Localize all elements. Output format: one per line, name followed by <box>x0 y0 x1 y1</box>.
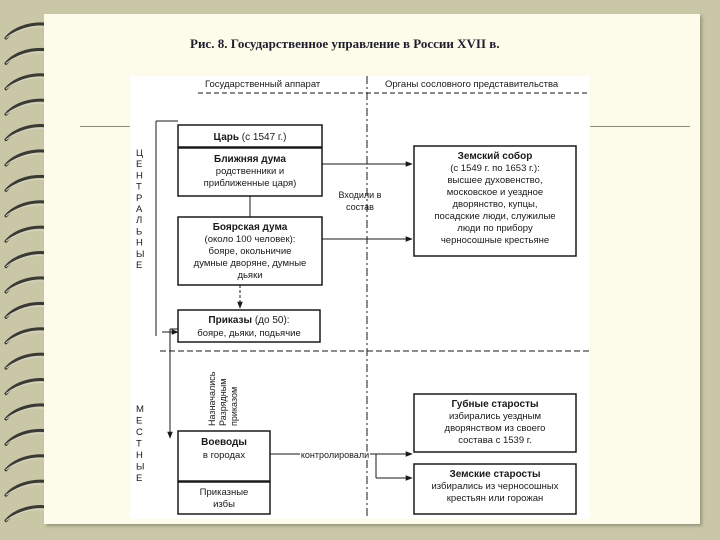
gubnye-line-3: состава с 1539 г. <box>458 435 531 446</box>
zemskie-line-1: избирались из черносошных <box>432 481 559 492</box>
local-letter: М <box>136 404 144 415</box>
boyar-line-2: бояре, окольничие <box>209 246 292 257</box>
central-letter: Т <box>136 182 142 193</box>
label-entered-line-1: Входили в <box>339 190 382 200</box>
prikazy-box: Приказы (до 50): бояре, дьяки, подьячие <box>177 309 321 343</box>
boyar-line-3: думные дворяне, думные <box>194 258 307 269</box>
blizhnyaya-title: Ближняя дума <box>214 154 286 165</box>
central-letter: Ц <box>136 148 143 159</box>
label-entered-line-2: состав <box>346 202 374 212</box>
central-letter: Ы <box>136 249 144 260</box>
prikazy-note: (до 50): <box>252 315 290 326</box>
zemsky-line-1: (с 1549 г. по 1653 г.): <box>450 163 540 174</box>
tsar-name: Царь <box>214 132 240 143</box>
prikazy-name: Приказы <box>208 315 252 326</box>
prikaznye-line-2: избы <box>213 499 235 510</box>
svg-text:Приказы (до 50):: Приказы (до 50): <box>208 315 289 326</box>
central-letter: Р <box>136 193 142 204</box>
zemsky-line-2: высшее духовенство, <box>447 175 542 186</box>
local-letter: Е <box>136 416 142 427</box>
government-diagram: Государственный аппарат Органы сословног… <box>130 76 590 519</box>
central-letter: Н <box>136 170 143 181</box>
zemskie-title: Земские старосты <box>449 469 540 480</box>
prikaznye-line-1: Приказные <box>200 487 249 498</box>
zemsky-line-3: московское и уездное <box>447 187 543 198</box>
svg-text:Назначались: Назначались <box>207 371 217 426</box>
zemskie-line-2: крестьян или горожан <box>447 493 543 504</box>
figure-title: Рис. 8. Государственное управление в Рос… <box>190 36 500 51</box>
zemsky-sobor-box: Земский собор (с 1549 г. по 1653 г.):выс… <box>413 145 577 257</box>
header-state-apparatus: Государственный аппарат <box>205 79 321 90</box>
tsar-box: Царь (с 1547 г.) <box>177 124 323 148</box>
central-letter: Н <box>136 238 143 249</box>
prikazy-line: бояре, дьяки, подьячие <box>197 328 301 339</box>
svg-text:Разрядным: Разрядным <box>218 379 228 426</box>
local-letter: Т <box>136 439 142 450</box>
local-letter: Н <box>136 450 143 461</box>
boyar-line-4: дьяки <box>237 270 262 281</box>
local-letter: Е <box>136 473 142 484</box>
blizhnyaya-duma-box: Ближняя дума родственники и приближенные… <box>177 147 323 197</box>
blizhnyaya-line-2: приближенные царя) <box>204 178 297 189</box>
gubnye-line-1: избирались уездным <box>449 411 541 422</box>
blizhnyaya-line-1: родственники и <box>216 166 284 177</box>
central-letter: Е <box>136 260 142 271</box>
tsar-note: (с 1547 г.) <box>239 132 286 143</box>
boyar-title: Боярская дума <box>213 222 288 233</box>
central-letter: Л <box>136 215 142 226</box>
zemskie-starosty-box: Земские старосты избирались из черносошн… <box>413 463 577 515</box>
label-controlled: контролировали <box>301 450 369 460</box>
label-appointed: Назначались Разрядным приказом <box>207 371 239 426</box>
voevody-box: Воеводы в городах <box>177 430 271 482</box>
gubnye-starosty-box: Губные старосты избирались уездным дворя… <box>413 393 577 453</box>
zemsky-line-6: люди по прибору <box>457 223 533 234</box>
zemsky-title: Земский собор <box>458 150 533 162</box>
boyar-line-1: (около 100 человек): <box>205 234 296 245</box>
svg-text:Царь (с 1547 г.): Царь (с 1547 г.) <box>214 132 287 143</box>
gubnye-title: Губные старосты <box>451 398 538 410</box>
central-letter: Е <box>136 159 142 170</box>
prikaznye-izby-box: Приказные избы <box>177 481 271 515</box>
svg-text:приказом: приказом <box>229 387 239 426</box>
local-letter: С <box>136 427 143 438</box>
zemsky-line-5: посадские люди, служилые <box>434 211 555 222</box>
boyar-duma-box: Боярская дума (около 100 человек): бояре… <box>177 216 323 286</box>
gubnye-line-2: дворянством из своего <box>445 423 546 434</box>
voevody-title: Воеводы <box>201 437 247 448</box>
header-estate-representation: Органы сословного представительства <box>385 79 559 90</box>
central-letter: Ь <box>136 226 142 237</box>
zemsky-line-4: дворянство, купцы, <box>452 199 537 210</box>
local-letter: Ы <box>136 462 144 473</box>
zemsky-line-7: черносошные крестьяне <box>441 235 549 246</box>
central-letter: А <box>136 204 143 215</box>
voevody-line: в городах <box>203 450 245 461</box>
